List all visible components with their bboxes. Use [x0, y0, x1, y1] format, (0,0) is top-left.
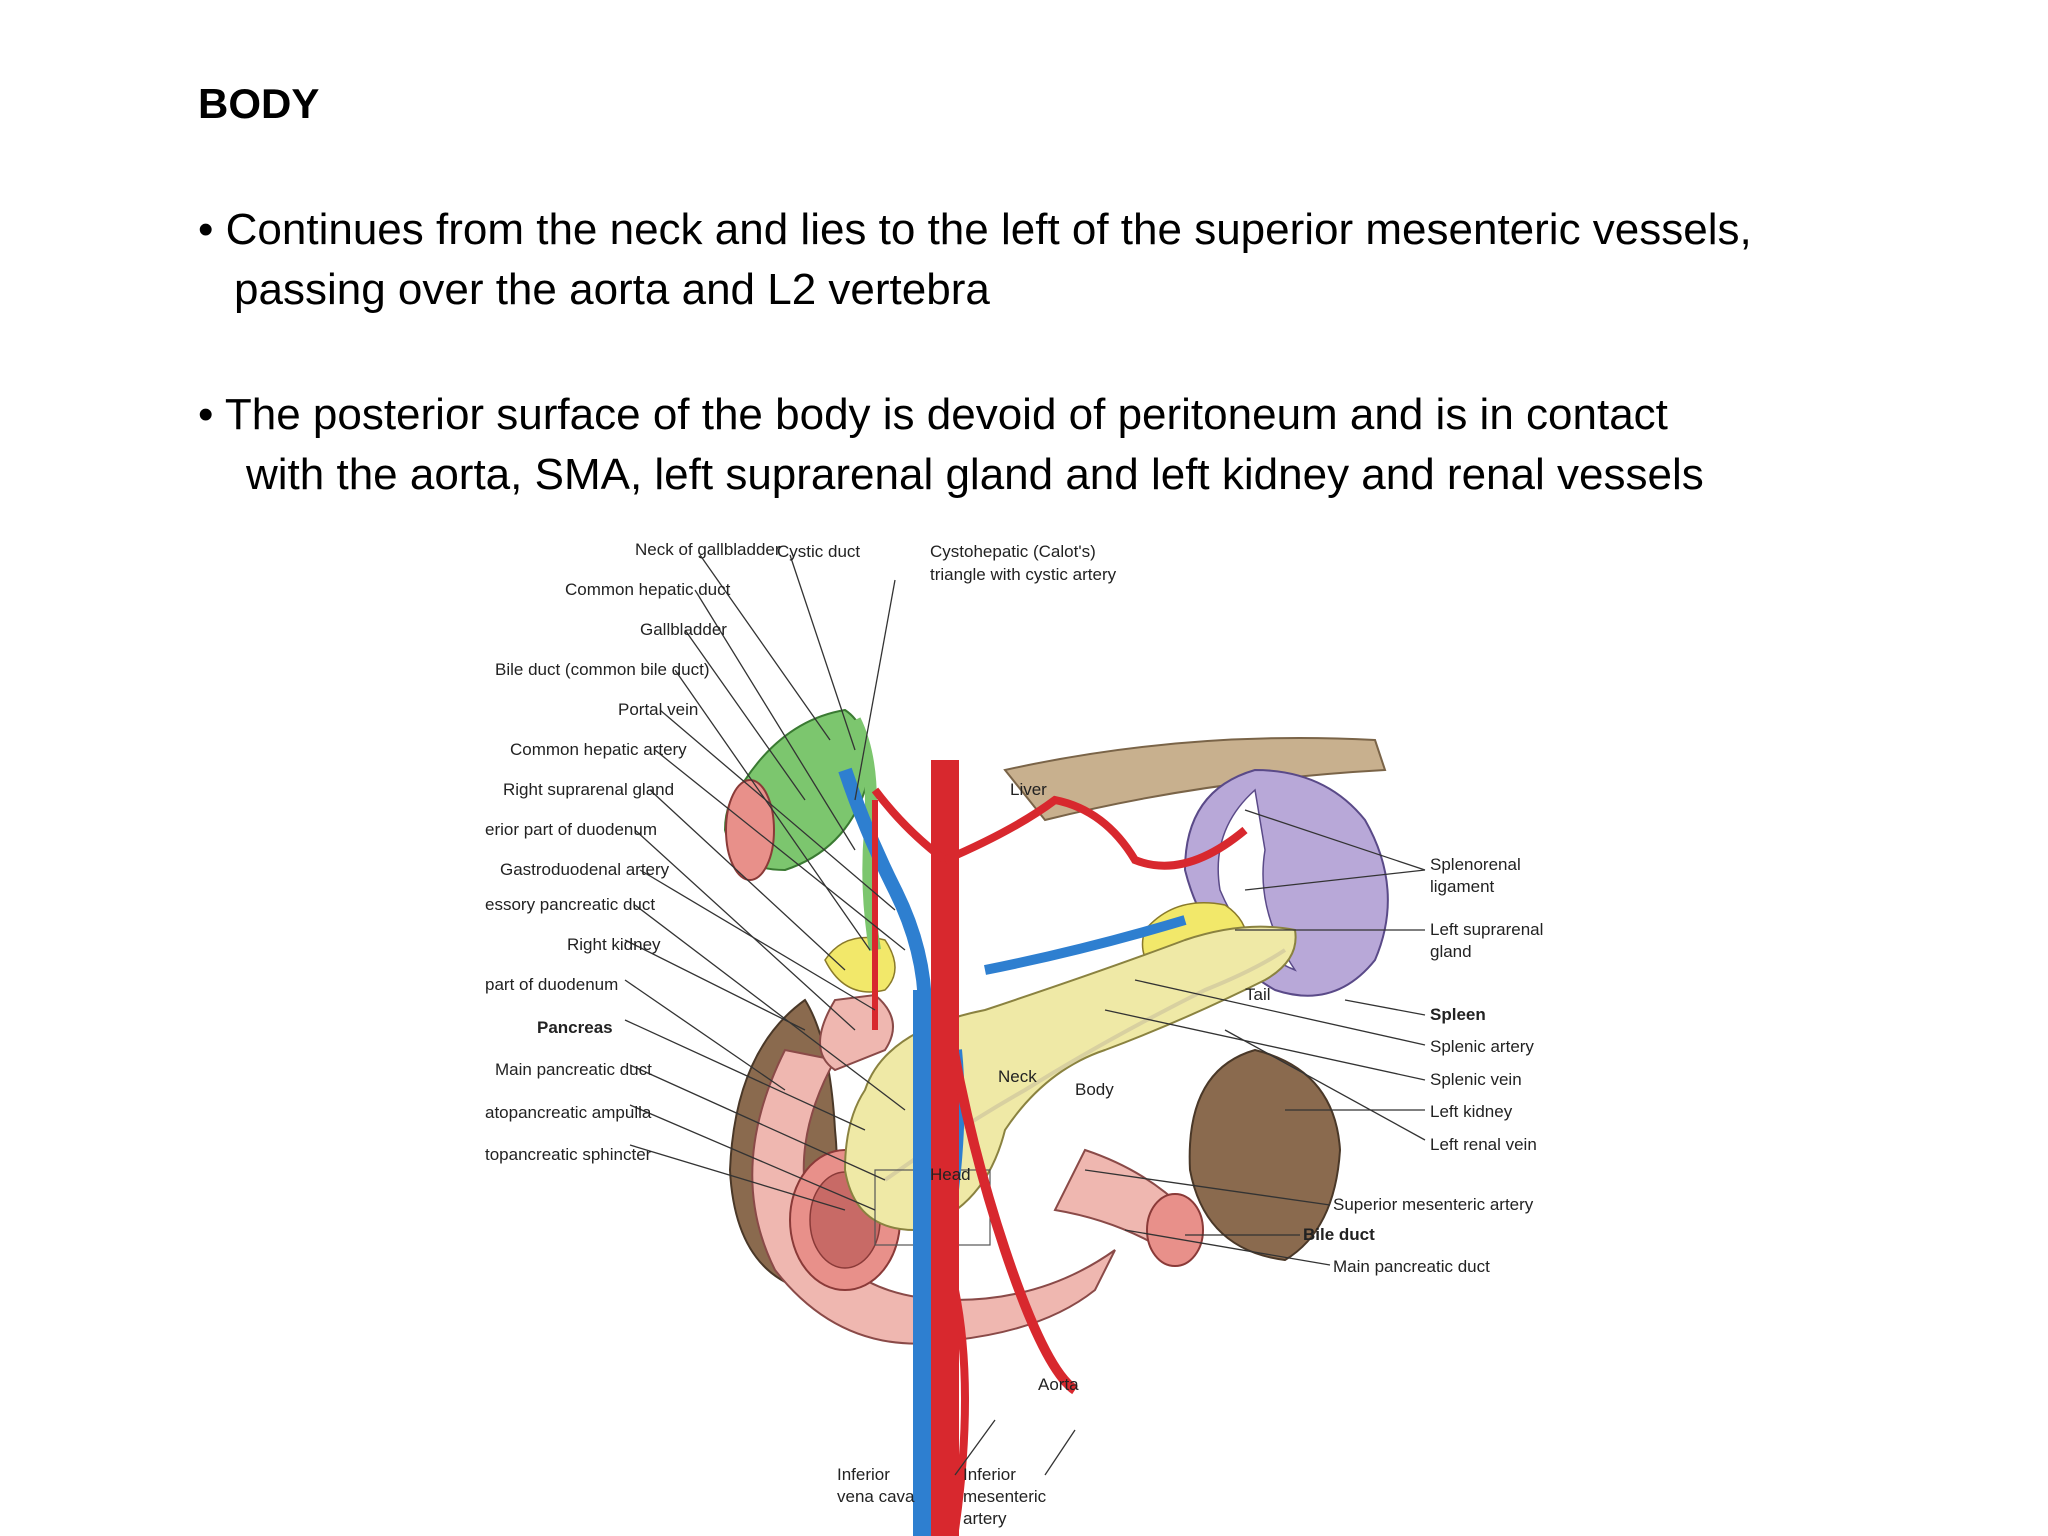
label-neck-of-gallbladder: Neck of gallbladder: [635, 540, 781, 559]
label-accessory-pancreatic-duct: essory pancreatic duct: [485, 895, 655, 914]
label-left-suprarenal-gland-line2: gland: [1430, 942, 1472, 961]
leader-line: [1244, 809, 1426, 871]
leader-line: [1044, 1429, 1076, 1476]
label-sma: Superior mesenteric artery: [1333, 1195, 1534, 1214]
leader-line: [624, 1019, 866, 1131]
bullet-posterior-surface: • The posterior surface of the body is d…: [198, 385, 1978, 505]
leader-line: [1084, 1169, 1331, 1206]
leader-line: [1244, 869, 1426, 891]
leader-line: [1134, 979, 1426, 1046]
liver-shape: [1003, 737, 1387, 822]
splenic-artery-tube: [943, 795, 1248, 870]
leader-line: [624, 939, 806, 1031]
bullet-line: The posterior surface of the body is dev…: [224, 390, 1668, 439]
label-left-renal-vein: Left renal vein: [1430, 1135, 1537, 1154]
label-liver: Liver: [1010, 780, 1047, 799]
bullet-line: passing over the aorta and L2 vertebra: [234, 265, 990, 314]
label-gallbladder: Gallbladder: [640, 620, 727, 639]
portal-vein-tube: [838, 767, 932, 1011]
label-common-hepatic-artery: Common hepatic artery: [510, 740, 687, 759]
bullet-marker: •: [198, 390, 214, 439]
label-bile-duct: Bile duct: [1303, 1225, 1375, 1244]
label-ima-line3: artery: [963, 1509, 1007, 1528]
label-splenic-artery: Splenic artery: [1430, 1037, 1534, 1056]
label-calot-triangle: Cystohepatic (Calot's): [930, 542, 1096, 561]
leader-line: [699, 554, 831, 741]
label-common-hepatic-duct: Common hepatic duct: [565, 580, 731, 599]
label-ivc-line2: vena cava: [837, 1487, 915, 1506]
bullet-line: with the aorta, SMA, left suprarenal gla…: [246, 450, 1704, 499]
label-ampulla: atopancreatic ampulla: [485, 1103, 652, 1122]
leader-line: [954, 1419, 996, 1476]
pancreas-anatomy-svg: Neck of gallbladder Cystic duct Cystohep…: [485, 540, 1543, 1536]
leader-line: [624, 979, 786, 1091]
leader-line: [629, 1104, 876, 1211]
label-ivc: Inferior: [837, 1465, 890, 1484]
label-calot-triangle-line2: triangle with cystic artery: [930, 565, 1117, 584]
label-left-kidney: Left kidney: [1430, 1102, 1513, 1121]
label-splenorenal-ligament: Splenorenal: [1430, 855, 1521, 874]
right-suprarenal-shape: [824, 936, 896, 993]
leader-line: [639, 869, 876, 1011]
leader-line: [1104, 1009, 1426, 1081]
jejunum-cut-section: [1146, 1193, 1204, 1267]
leader-line: [634, 829, 856, 1031]
label-tail: Tail: [1245, 985, 1271, 1004]
label-superior-duodenum: erior part of duodenum: [485, 820, 657, 839]
leader-line: [649, 789, 846, 971]
label-splenorenal-ligament-line2: ligament: [1430, 877, 1495, 896]
label-bile-duct-common: Bile duct (common bile duct): [495, 660, 709, 679]
label-right-kidney: Right kidney: [567, 935, 661, 954]
label-sphincter: topancreatic sphincter: [485, 1145, 652, 1164]
label-portal-vein: Portal vein: [618, 700, 698, 719]
leader-line: [674, 669, 871, 951]
label-left-suprarenal-gland: Left suprarenal: [1430, 920, 1543, 939]
common-hepatic-artery-tube: [871, 787, 948, 864]
label-main-pancreatic-duct-right: Main pancreatic duct: [1333, 1257, 1490, 1276]
label-spleen: Spleen: [1430, 1005, 1486, 1024]
label-part-of-duodenum: part of duodenum: [485, 975, 618, 994]
bullet-continues-from-neck: • Continues from the neck and lies to th…: [198, 200, 1978, 320]
leader-line: [634, 904, 906, 1111]
leader-line: [1344, 999, 1426, 1016]
splenic-vein-tube: [984, 915, 1187, 975]
label-main-pancreatic-duct-left: Main pancreatic duct: [495, 1060, 652, 1079]
label-gastroduodenal-artery: Gastroduodenal artery: [500, 860, 670, 879]
leader-line: [684, 629, 806, 801]
label-pancreas: Pancreas: [537, 1018, 613, 1037]
leader-line: [659, 709, 896, 911]
left-kidney-shape: [1188, 1048, 1342, 1262]
label-cystic-duct: Cystic duct: [777, 542, 860, 561]
leader-line: [694, 589, 856, 851]
label-splenic-vein: Splenic vein: [1430, 1070, 1522, 1089]
leader-line: [1124, 1229, 1331, 1266]
label-ima: Inferior: [963, 1465, 1016, 1484]
leader-line: [854, 579, 896, 801]
leader-line: [789, 554, 856, 751]
pancreas-anatomy-figure: Neck of gallbladder Cystic duct Cystohep…: [485, 530, 1580, 1536]
bullet-line: Continues from the neck and lies to the …: [225, 205, 1752, 254]
label-body: Body: [1075, 1080, 1114, 1099]
bullet-marker: •: [198, 205, 214, 254]
slide-title: BODY: [198, 80, 320, 127]
label-ima-line2: mesenteric: [963, 1487, 1047, 1506]
label-neck: Neck: [998, 1067, 1037, 1086]
ima-tube: [951, 1289, 969, 1531]
leader-line: [629, 1064, 886, 1181]
label-head: Head: [930, 1165, 971, 1184]
leader-line: [1224, 1029, 1426, 1141]
leader-line: [629, 1144, 846, 1211]
neck-cut-section: [725, 779, 775, 881]
leader-line: [654, 749, 906, 951]
sma-tube: [940, 999, 1079, 1395]
label-aorta: Aorta: [1038, 1375, 1079, 1394]
label-right-suprarenal-gland: Right suprarenal gland: [503, 780, 674, 799]
